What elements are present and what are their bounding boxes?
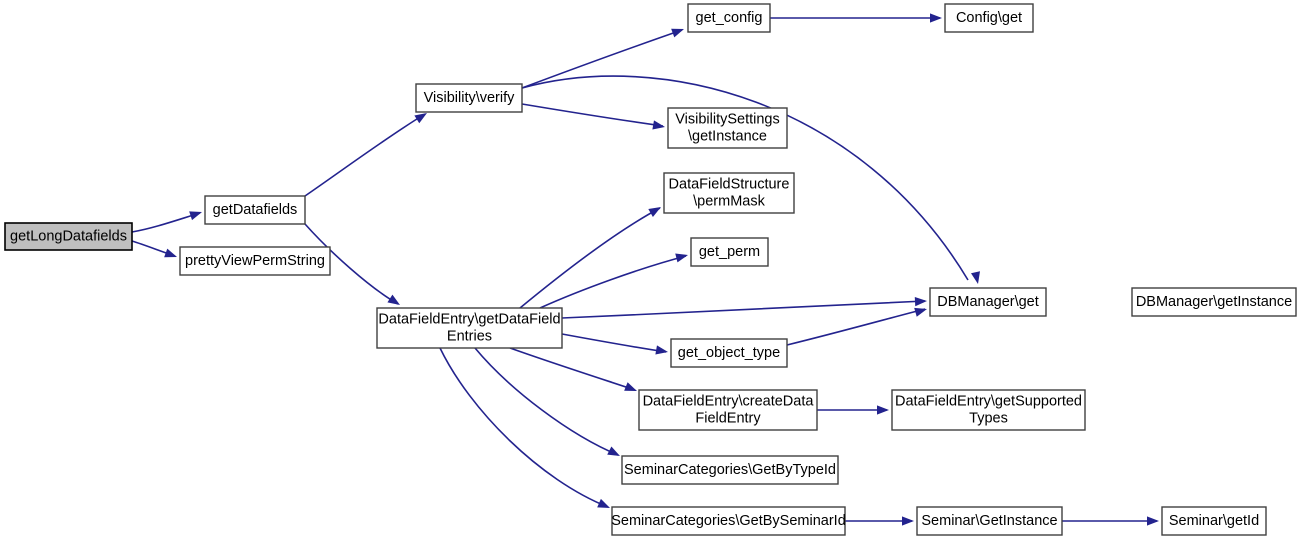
node-box-DBManagerGet[interactable] — [929, 287, 1047, 317]
node-VisibilitySettingsGetInstance[interactable]: VisibilitySettings\getInstance — [667, 107, 788, 149]
nodes-layer: getLongDatafields getDatafields prettyView… — [4, 3, 1297, 536]
node-label-DataFieldEntryGetDataFieldEntries: DataFieldEntry\getDataField — [378, 311, 560, 327]
node-label-DataFieldEntryGetSupportedTypes: Types — [969, 410, 1008, 426]
edge-getDatafields-to-DataFieldEntryGetDataFieldEntries — [304, 223, 399, 305]
node-SeminarGetId[interactable]: Seminar\getId — [1161, 506, 1267, 536]
edge-get_object_type-to-DBManagerGet — [786, 308, 926, 346]
node-box-DataFieldEntryGetSupportedTypes[interactable] — [891, 389, 1086, 431]
node-label-DataFieldEntryGetDataFieldEntries: Entries — [447, 328, 492, 344]
node-get_perm[interactable]: get_perm — [690, 237, 769, 267]
edge-getDatafields-to-VisibilityVerify — [304, 113, 426, 197]
node-ConfigGet[interactable]: Config\get — [944, 3, 1034, 33]
edge-DataFieldEntryGetDataFieldEntries-to-get_perm — [539, 255, 687, 309]
node-box-DataFieldStructurePermMask[interactable] — [663, 172, 795, 214]
node-label-get_object_type: get_object_type — [678, 345, 780, 361]
arrowhead-5 — [652, 120, 665, 130]
node-box-ConfigGet[interactable] — [944, 3, 1034, 33]
arrowhead-2 — [414, 113, 427, 124]
node-box-VisibilitySettingsGetInstance[interactable] — [667, 107, 788, 149]
node-label-DataFieldStructurePermMask: DataFieldStructure — [669, 176, 790, 192]
node-box-DBManagerGetInstance[interactable] — [1131, 287, 1297, 317]
node-label-DataFieldStructurePermMask: \permMask — [693, 193, 765, 209]
arrowhead-11 — [655, 345, 668, 355]
edge-DataFieldEntryGetDataFieldEntries-to-DataFieldEntryCreateDataFieldEntry — [509, 347, 636, 391]
node-SeminarCategoriesGetByTypeId[interactable]: SeminarCategories\GetByTypeId — [621, 455, 839, 485]
arrowhead-12 — [914, 307, 927, 317]
node-box-getDatafields[interactable] — [204, 195, 306, 225]
arrowhead-0 — [189, 211, 202, 221]
node-label-ConfigGet: Config\get — [956, 10, 1022, 26]
node-getLongDatafields[interactable]: getLongDatafields — [4, 222, 133, 251]
node-box-get_config[interactable] — [687, 3, 771, 33]
node-box-DataFieldEntryCreateDataFieldEntry[interactable] — [638, 389, 818, 431]
node-box-SeminarGetId[interactable] — [1161, 506, 1267, 536]
arrowhead-17 — [902, 516, 914, 526]
node-box-SeminarGetInstance[interactable] — [916, 506, 1063, 536]
node-VisibilityVerify[interactable]: Visibility\verify — [415, 83, 523, 113]
edge-DataFieldEntryGetDataFieldEntries-to-get_object_type — [561, 333, 667, 353]
node-label-VisibilityVerify: Visibility\verify — [424, 90, 516, 106]
node-label-SeminarGetInstance: Seminar\GetInstance — [921, 513, 1057, 529]
node-label-get_perm: get_perm — [699, 244, 760, 260]
node-label-SeminarGetId: Seminar\getId — [1169, 513, 1259, 529]
node-box-prettyViewPermString[interactable] — [179, 246, 331, 276]
node-get_object_type[interactable]: get_object_type — [670, 338, 788, 368]
node-box-VisibilityVerify[interactable] — [415, 83, 523, 113]
node-label-SeminarCategoriesGetBySeminarId: SeminarCategories\GetBySeminarId — [611, 513, 846, 529]
edges-layer — [131, 17, 1157, 522]
arrowhead-8 — [648, 207, 661, 217]
edge-DataFieldEntryGetDataFieldEntries-to-DBManagerGet — [561, 300, 926, 319]
arrowhead-1 — [164, 248, 177, 258]
node-box-DataFieldEntryGetDataFieldEntries[interactable] — [376, 307, 563, 349]
arrowheads-layer — [164, 13, 1159, 526]
node-label-DataFieldEntryGetSupportedTypes: DataFieldEntry\getSupported — [895, 393, 1082, 409]
arrowhead-9 — [675, 253, 688, 263]
node-label-DataFieldEntryCreateDataFieldEntry: FieldEntry — [695, 410, 761, 426]
node-label-DBManagerGet: DBManager\get — [937, 294, 1039, 310]
node-label-get_config: get_config — [696, 10, 763, 26]
node-label-DataFieldEntryCreateDataFieldEntry: DataFieldEntry\createData — [643, 393, 815, 409]
node-get_config[interactable]: get_config — [687, 3, 771, 33]
arrowhead-7 — [930, 13, 942, 23]
node-label-DBManagerGetInstance: DBManager\getInstance — [1136, 294, 1292, 310]
node-label-VisibilitySettingsGetInstance: \getInstance — [688, 128, 767, 144]
arrowhead-3 — [387, 294, 400, 305]
edge-DataFieldEntryGetDataFieldEntries-to-SeminarCategoriesGetBySeminarId — [439, 347, 609, 508]
node-SeminarCategoriesGetBySeminarId[interactable]: SeminarCategories\GetBySeminarId — [611, 506, 846, 536]
arrowhead-10 — [914, 297, 927, 307]
arrowhead-6 — [971, 271, 981, 284]
edge-VisibilityVerify-to-DBManagerGet — [521, 75, 969, 281]
node-box-getLongDatafields[interactable] — [4, 222, 133, 251]
node-box-SeminarCategoriesGetBySeminarId[interactable] — [611, 506, 846, 536]
node-label-getDatafields: getDatafields — [213, 202, 298, 218]
edge-VisibilityVerify-to-get_config — [521, 29, 683, 89]
arrowhead-15 — [607, 446, 620, 456]
node-getDatafields[interactable]: getDatafields — [204, 195, 306, 225]
arrowhead-18 — [1147, 516, 1159, 526]
edge-getLongDatafields-to-getDatafields — [131, 212, 201, 233]
arrowhead-13 — [624, 382, 637, 391]
arrowhead-14 — [877, 405, 889, 415]
edge-VisibilityVerify-to-VisibilitySettingsGetInstance — [521, 103, 664, 127]
node-DBManagerGetInstance[interactable]: DBManager\getInstance — [1131, 287, 1297, 317]
node-SeminarGetInstance[interactable]: Seminar\GetInstance — [916, 506, 1063, 536]
node-box-get_object_type[interactable] — [670, 338, 788, 368]
node-DBManagerGet[interactable]: DBManager\get — [929, 287, 1047, 317]
node-prettyViewPermString[interactable]: prettyViewPermString — [179, 246, 331, 276]
node-box-SeminarCategoriesGetByTypeId[interactable] — [621, 455, 839, 485]
node-label-SeminarCategoriesGetByTypeId: SeminarCategories\GetByTypeId — [624, 462, 836, 478]
edge-DataFieldEntryGetDataFieldEntries-to-DataFieldStructurePermMask — [519, 207, 661, 309]
arrowhead-16 — [597, 498, 610, 508]
edge-DataFieldEntryGetDataFieldEntries-to-SeminarCategoriesGetByTypeId — [474, 347, 619, 456]
node-label-getLongDatafields: getLongDatafields — [10, 228, 127, 244]
node-label-VisibilitySettingsGetInstance: VisibilitySettings — [675, 111, 780, 127]
node-label-prettyViewPermString: prettyViewPermString — [185, 253, 325, 269]
node-box-get_perm[interactable] — [690, 237, 769, 267]
node-DataFieldStructurePermMask[interactable]: DataFieldStructure\permMask — [663, 172, 795, 214]
arrowhead-4 — [671, 28, 684, 38]
